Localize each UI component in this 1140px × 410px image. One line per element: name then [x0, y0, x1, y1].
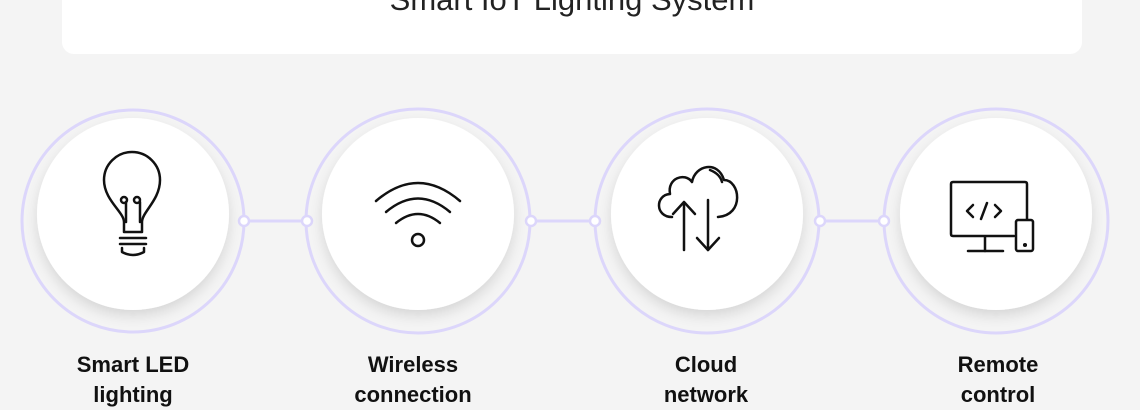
flow-diagram	[20, 107, 1110, 335]
label-line: control	[960, 382, 1036, 407]
label-line: Remote	[957, 352, 1039, 377]
step-label-4: Remote control	[888, 350, 1108, 410]
step-circle-1	[37, 118, 229, 310]
label-line: network	[663, 382, 749, 407]
page-title: Smart IoT Lighting System	[62, 0, 1082, 18]
wifi-icon	[374, 181, 462, 248]
node	[237, 214, 251, 228]
step-label-3: Cloud network	[596, 350, 816, 410]
node	[300, 214, 314, 228]
node	[813, 214, 827, 228]
monitor-code-phone-icon	[949, 180, 1035, 253]
step-circle-4	[900, 118, 1092, 310]
node	[588, 214, 602, 228]
title-box: Smart IoT Lighting System	[62, 0, 1082, 54]
label-line: connection	[354, 382, 472, 407]
cloud-upload-download-icon	[657, 165, 739, 252]
node	[524, 214, 538, 228]
label-line: Wireless	[367, 352, 459, 377]
label-line: Smart LED	[76, 352, 190, 377]
label-line: Cloud	[674, 352, 738, 377]
lightbulb-icon	[102, 150, 162, 257]
step-label-1: Smart LED lighting	[23, 350, 243, 410]
node	[877, 214, 891, 228]
label-line: lighting	[93, 382, 173, 407]
step-label-2: Wireless connection	[303, 350, 523, 410]
